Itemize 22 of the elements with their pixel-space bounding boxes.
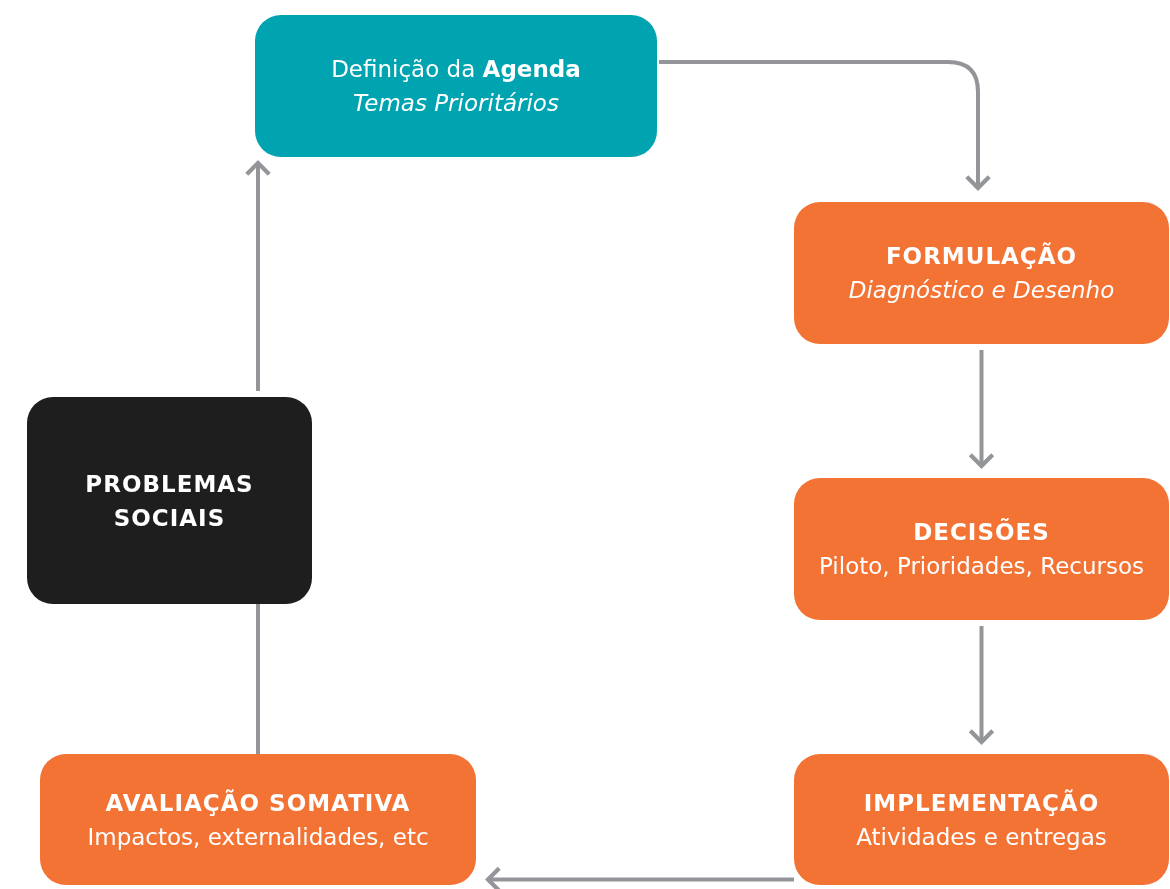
process-box (27, 397, 312, 604)
arrow (659, 60, 992, 191)
process-box (794, 202, 1169, 344)
box-subtitle: Diagnóstico e Desenho (848, 276, 1115, 305)
box-title: Definição da Agenda (331, 55, 581, 84)
box-title: AVALIAÇÃO SOMATIVA (105, 788, 411, 818)
box-title: IMPLEMENTAÇÃO (863, 788, 1100, 818)
box-title: DECISÕES (913, 517, 1050, 547)
box-subtitle: Temas Prioritários (353, 89, 559, 118)
arrow (244, 160, 272, 391)
process-box (794, 478, 1169, 620)
arrow (968, 350, 995, 469)
arrow (968, 626, 995, 745)
box-subtitle: Impactos, externalidades, etc (87, 822, 429, 852)
arrow (485, 866, 794, 889)
box-title: PROBLEMAS SOCIAIS (84, 469, 255, 533)
process-box (255, 15, 657, 157)
box-title: FORMULAÇÃO (885, 241, 1078, 271)
process-box (794, 754, 1169, 885)
box-subtitle: Piloto, Prioridades, Recursos (819, 552, 1144, 581)
process-box (40, 754, 476, 885)
box-subtitle: Atividades e entregas (856, 822, 1107, 852)
